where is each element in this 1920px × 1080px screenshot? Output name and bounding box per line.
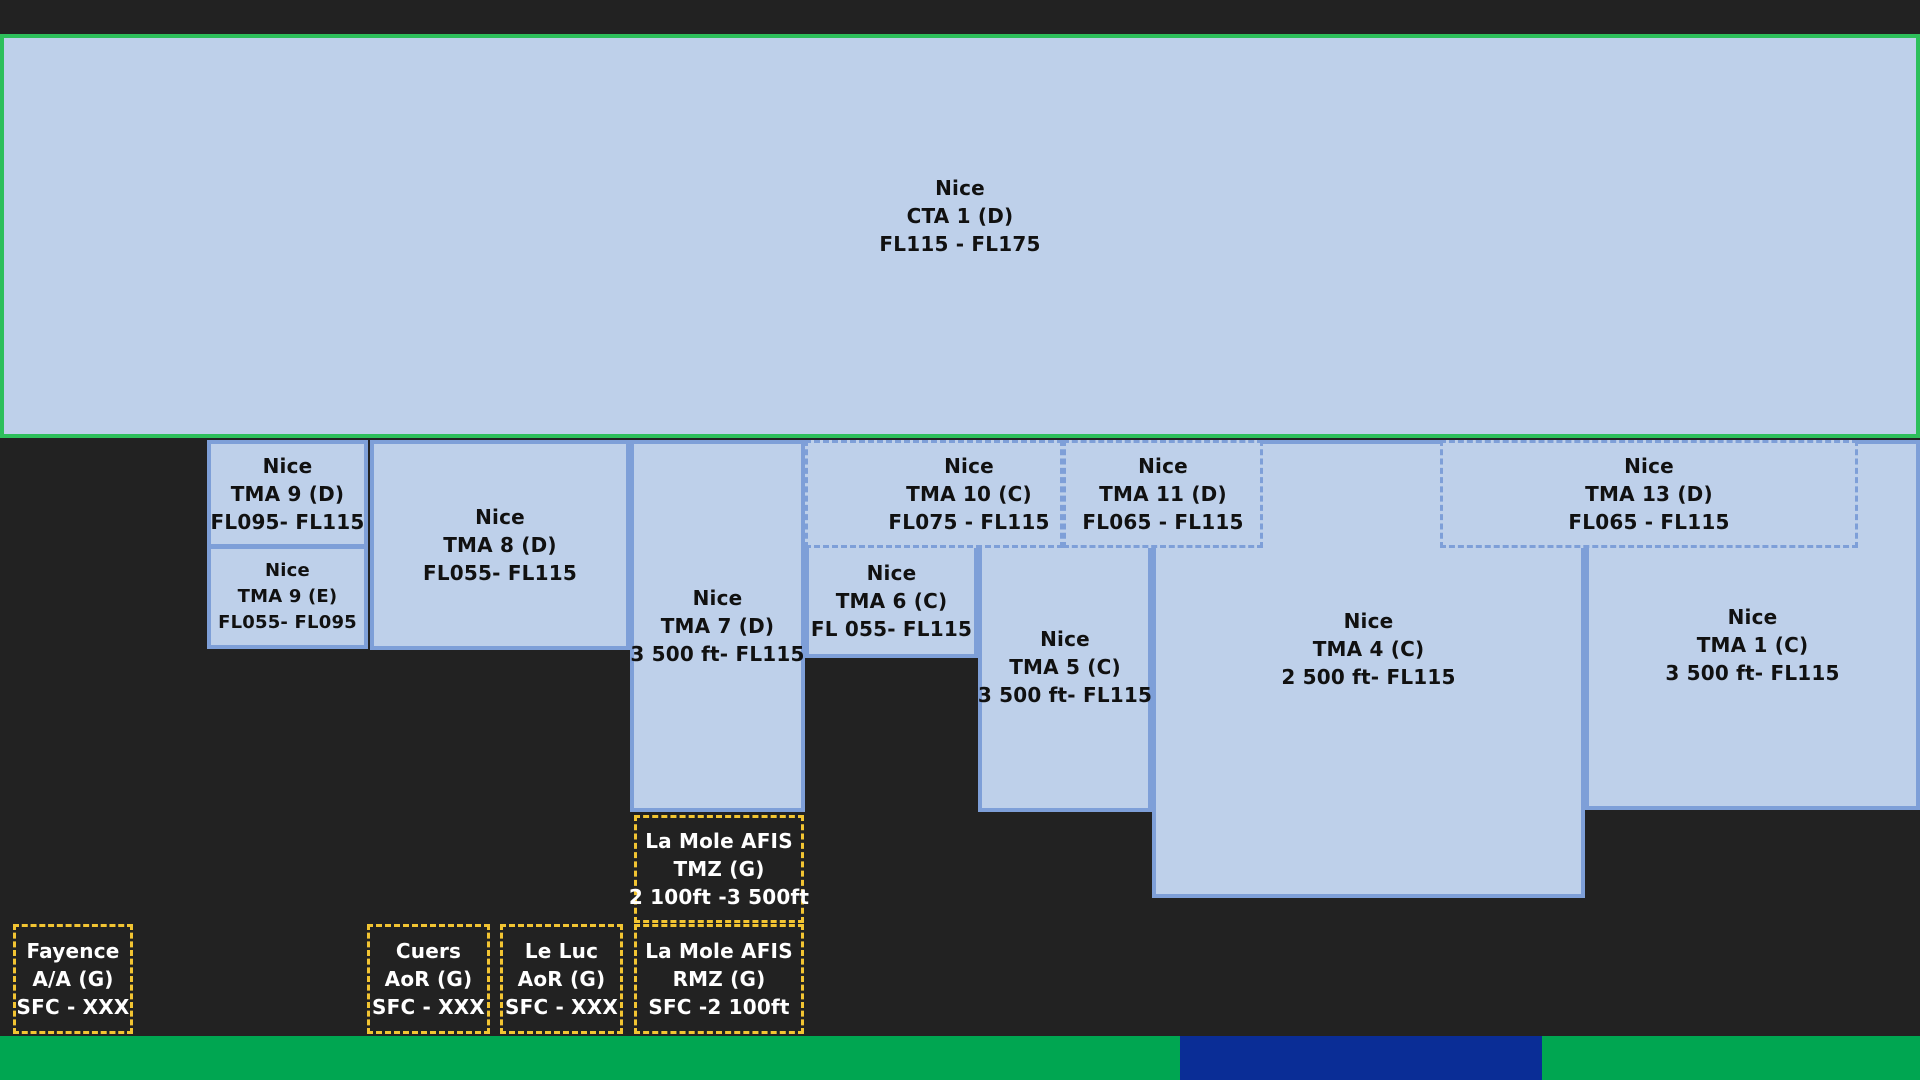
zone-nice-tma-6-levels: FL 055- FL115 (810, 617, 973, 641)
zone-le-luc-levels: SFC - XXX (504, 995, 619, 1019)
zone-fayence-class: A/A (G) (32, 967, 114, 991)
zone-nice-tma-10-class: TMA 10 (C) (906, 482, 1032, 506)
zone-nice-tma-6-name: Nice (866, 561, 917, 585)
bottom-band-green-right (1542, 1036, 1920, 1080)
zone-nice-tma-1-class: TMA 1 (C) (1696, 633, 1809, 657)
zone-le-luc-name: Le Luc (524, 939, 599, 963)
bottom-band-green-left (0, 1036, 1180, 1080)
zone-nice-tma-5-class: TMA 5 (C) (1009, 655, 1121, 679)
zone-fayence-levels: SFC - XXX (16, 995, 130, 1019)
zone-nice-tma-5-levels: 3 500 ft- FL115 (977, 683, 1153, 707)
zone-nice-tma-6: Nice TMA 6 (C) FL 055- FL115 (805, 544, 978, 658)
zone-cuers-levels: SFC - XXX (371, 995, 486, 1019)
zone-la-mole-rmz: La Mole AFIS RMZ (G) SFC -2 100ft (634, 924, 804, 1034)
zone-nice-tma-11-class: TMA 11 (D) (1099, 482, 1227, 506)
zone-la-mole-rmz-name: La Mole AFIS (645, 939, 793, 963)
zone-la-mole-tmz: La Mole AFIS TMZ (G) 2 100ft -3 500ft (629, 815, 809, 923)
zone-nice-tma-7: Nice TMA 7 (D) 3 500 ft- FL115 (630, 440, 805, 812)
zone-nice-tma-11: Nice TMA 11 (D) FL065 - FL115 (1063, 440, 1263, 548)
zone-nice-tma-1-levels: 3 500 ft- FL115 (1665, 661, 1840, 685)
zone-le-luc: Le Luc AoR (G) SFC - XXX (500, 924, 623, 1034)
zone-nice-cta-1-name: Nice (935, 176, 985, 200)
zone-nice-tma-9-d-name: Nice (262, 454, 313, 478)
zone-nice-tma-1-name: Nice (1727, 605, 1778, 629)
zone-nice-tma-8-levels: FL055- FL115 (423, 561, 577, 585)
bottom-band-blue (1180, 1036, 1542, 1080)
zone-nice-tma-13-levels: FL065 - FL115 (1568, 510, 1730, 534)
zone-nice-tma-4-class: TMA 4 (C) (1312, 637, 1425, 661)
zone-fayence: Fayence A/A (G) SFC - XXX (13, 924, 133, 1034)
zone-nice-tma-13-name: Nice (1624, 454, 1674, 478)
zone-nice-tma-9-e-class: TMA 9 (E) (237, 586, 338, 607)
zone-nice-tma-8-class: TMA 8 (D) (443, 533, 557, 557)
zone-nice-tma-4-name: Nice (1343, 609, 1394, 633)
zone-nice-tma-11-levels: FL065 - FL115 (1082, 510, 1244, 534)
zone-nice-tma-5: Nice TMA 5 (C) 3 500 ft- FL115 (978, 544, 1152, 812)
zone-la-mole-rmz-class: RMZ (G) (672, 967, 766, 991)
zone-nice-tma-10: Nice TMA 10 (C) FL075 - FL115 (805, 440, 1063, 548)
zone-nice-tma-9-d-levels: FL095- FL115 (210, 510, 365, 534)
zone-cuers-name: Cuers (395, 939, 462, 963)
zone-nice-cta-1-levels: FL115 - FL175 (879, 232, 1041, 256)
zone-nice-tma-13: Nice TMA 13 (D) FL065 - FL115 (1440, 440, 1858, 548)
zone-le-luc-class: AoR (G) (517, 967, 606, 991)
zone-nice-tma-9-d-class: TMA 9 (D) (230, 482, 345, 506)
zone-cuers-class: AoR (G) (384, 967, 473, 991)
zone-cuers: Cuers AoR (G) SFC - XXX (367, 924, 490, 1034)
zone-nice-tma-10-name: Nice (944, 454, 994, 478)
zone-nice-tma-8-name: Nice (475, 505, 525, 529)
zone-la-mole-tmz-name: La Mole AFIS (645, 829, 793, 853)
zone-nice-tma-7-levels: 3 500 ft- FL115 (630, 642, 805, 666)
zone-la-mole-rmz-levels: SFC -2 100ft (648, 995, 790, 1019)
zone-nice-cta-1-class: CTA 1 (D) (906, 204, 1014, 228)
zone-nice-tma-9-e: Nice TMA 9 (E) FL055- FL095 (207, 545, 368, 649)
zone-nice-tma-13-class: TMA 13 (D) (1585, 482, 1713, 506)
zone-nice-tma-5-name: Nice (1040, 627, 1090, 651)
zone-fayence-name: Fayence (26, 939, 120, 963)
zone-nice-tma-7-class: TMA 7 (D) (660, 614, 775, 638)
zone-la-mole-tmz-class: TMZ (G) (673, 857, 765, 881)
zone-nice-tma-8: Nice TMA 8 (D) FL055- FL115 (370, 440, 630, 650)
zone-la-mole-tmz-levels: 2 100ft -3 500ft (628, 885, 810, 909)
zone-nice-tma-4-levels: 2 500 ft- FL115 (1281, 665, 1456, 689)
zone-nice-tma-11-name: Nice (1138, 454, 1188, 478)
zone-nice-tma-7-name: Nice (692, 586, 743, 610)
zone-nice-tma-9-e-levels: FL055- FL095 (218, 612, 357, 633)
zone-nice-tma-10-levels: FL075 - FL115 (888, 510, 1050, 534)
zone-nice-tma-9-e-name: Nice (265, 560, 310, 581)
zone-nice-tma-6-class: TMA 6 (C) (835, 589, 948, 613)
zone-nice-cta-1: Nice CTA 1 (D) FL115 - FL175 (0, 34, 1920, 438)
zone-nice-tma-9-d: Nice TMA 9 (D) FL095- FL115 (207, 440, 368, 548)
